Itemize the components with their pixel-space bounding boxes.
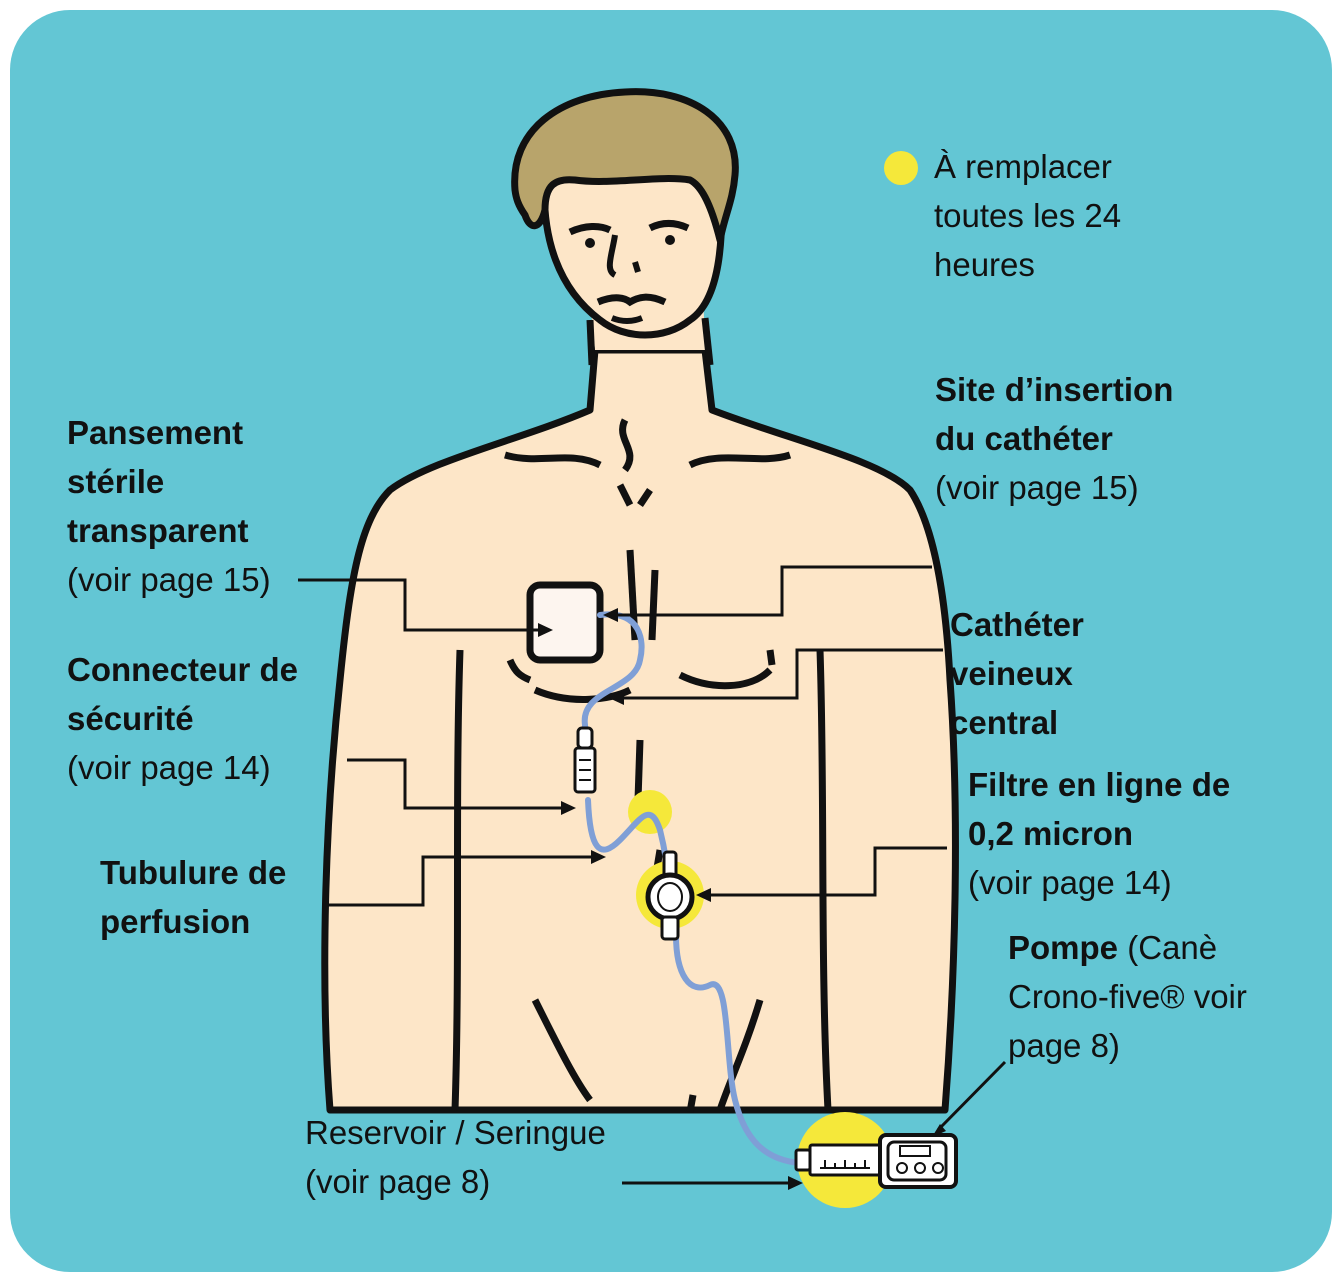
yellow-dot-icon <box>884 151 918 185</box>
label-site-ref: (voir page 15) <box>935 463 1175 512</box>
label-reservoir-title: Reservoir / Seringue <box>305 1108 635 1157</box>
label-tubulure: Tubulure de perfusion <box>100 848 340 946</box>
label-pansement-ref: (voir page 15) <box>67 555 307 604</box>
label-connecteur: Connecteur de sécurité (voir page 14) <box>67 645 367 792</box>
safety-connector <box>575 728 595 792</box>
label-site-title: Site d’insertion du cathéter <box>935 365 1175 463</box>
dressing <box>530 585 600 660</box>
label-pompe: Pompe (Canè Crono-five® voir page 8) <box>1008 923 1258 1070</box>
label-filtre-title: Filtre en ligne de 0,2 micron <box>968 760 1238 858</box>
label-tubulure-title: Tubulure de perfusion <box>100 848 340 946</box>
label-pompe-title: Pompe <box>1008 929 1118 966</box>
label-catheter: Cathéter veineux central <box>950 600 1140 747</box>
head <box>515 92 736 365</box>
label-pansement-title: Pansement stérile transparent <box>67 408 307 555</box>
label-connecteur-ref: (voir page 14) <box>67 743 367 792</box>
label-filtre-ref: (voir page 14) <box>968 858 1238 907</box>
torso <box>325 350 956 1112</box>
label-pansement: Pansement stérile transparent (voir page… <box>67 408 307 604</box>
label-reservoir: Reservoir / Seringue (voir page 8) <box>305 1108 635 1206</box>
label-reservoir-ref: (voir page 8) <box>305 1157 635 1206</box>
label-site: Site d’insertion du cathéter (voir page … <box>935 365 1175 512</box>
legend: À remplacer toutes les 24 heures <box>884 142 1174 289</box>
label-filtre: Filtre en ligne de 0,2 micron (voir page… <box>968 760 1238 907</box>
label-catheter-title: Cathéter veineux central <box>950 600 1140 747</box>
label-connecteur-title: Connecteur de sécurité <box>67 645 367 743</box>
legend-text: À remplacer toutes les 24 heures <box>934 142 1174 289</box>
